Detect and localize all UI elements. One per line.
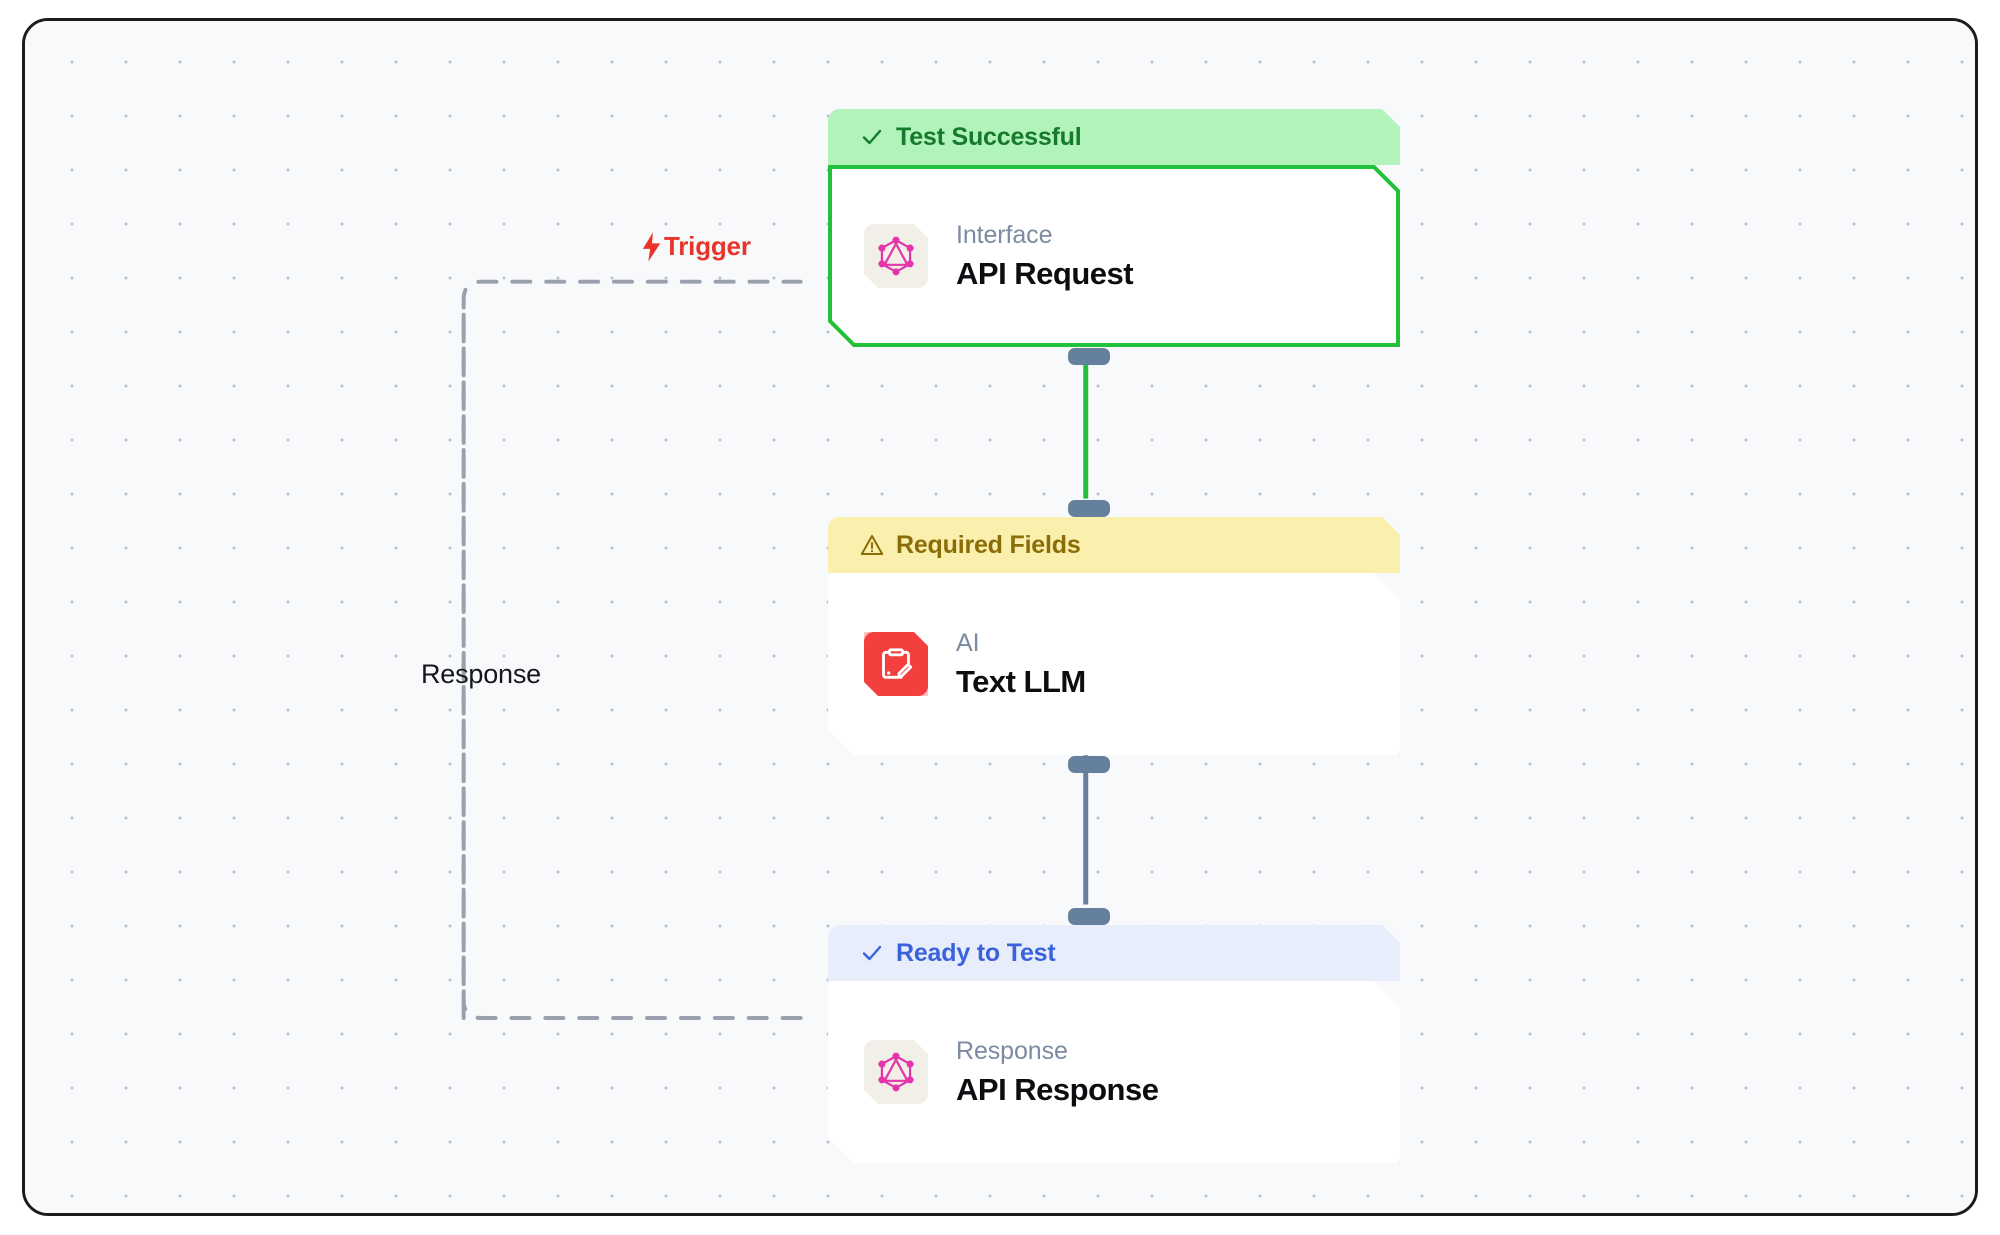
handle-text-llm-input[interactable] [1068, 500, 1110, 517]
node-api-response[interactable]: Ready to Test [828, 925, 1400, 1163]
node-text-api-request: Interface API Request [956, 221, 1133, 292]
node-kind-api-request: Interface [956, 220, 1053, 249]
workflow-frame: Trigger Response Test Successful [22, 18, 1978, 1216]
edge-label-trigger-text: Trigger [664, 231, 751, 261]
node-title-text-llm: Text LLM [956, 663, 1086, 699]
node-status-label-api-request: Test Successful [896, 122, 1082, 151]
graphql-icon [864, 224, 928, 288]
handle-text-llm-output[interactable] [1068, 756, 1110, 773]
workflow-canvas[interactable]: Trigger Response Test Successful [25, 21, 1975, 1213]
node-text-llm[interactable]: Required Fields AI Text LLM [828, 517, 1400, 755]
node-status-api-request: Test Successful [828, 109, 1400, 165]
node-body-api-request[interactable]: Interface API Request [828, 165, 1400, 347]
clipboard-edit-icon [864, 632, 928, 696]
warning-triangle-icon [860, 533, 884, 557]
node-status-label-text-llm: Required Fields [896, 530, 1081, 559]
node-kind-text-llm: AI [956, 628, 980, 657]
edge-trigger-path [461, 279, 803, 1020]
handle-api-response-input[interactable] [1068, 908, 1110, 925]
node-status-api-response: Ready to Test [828, 925, 1400, 981]
node-api-request[interactable]: Test Successful [828, 109, 1400, 347]
lightning-bolt-icon [641, 231, 663, 262]
edge-label-trigger: Trigger [641, 231, 751, 262]
node-text-api-response: Response API Response [956, 1037, 1158, 1108]
handle-api-request-output[interactable] [1068, 348, 1110, 365]
node-kind-api-response: Response [956, 1036, 1068, 1065]
node-body-text-llm[interactable]: AI Text LLM [828, 573, 1400, 755]
node-body-api-response[interactable]: Response API Response [828, 981, 1400, 1163]
node-status-label-api-response: Ready to Test [896, 938, 1056, 967]
edge-label-response: Response [421, 659, 541, 689]
node-title-api-response: API Response [956, 1071, 1159, 1107]
check-icon [860, 941, 884, 965]
node-status-text-llm: Required Fields [828, 517, 1400, 573]
check-icon [860, 125, 884, 149]
graphql-icon [864, 1040, 928, 1104]
node-text-text-llm: AI Text LLM [956, 629, 1086, 700]
node-title-api-request: API Request [956, 255, 1134, 291]
